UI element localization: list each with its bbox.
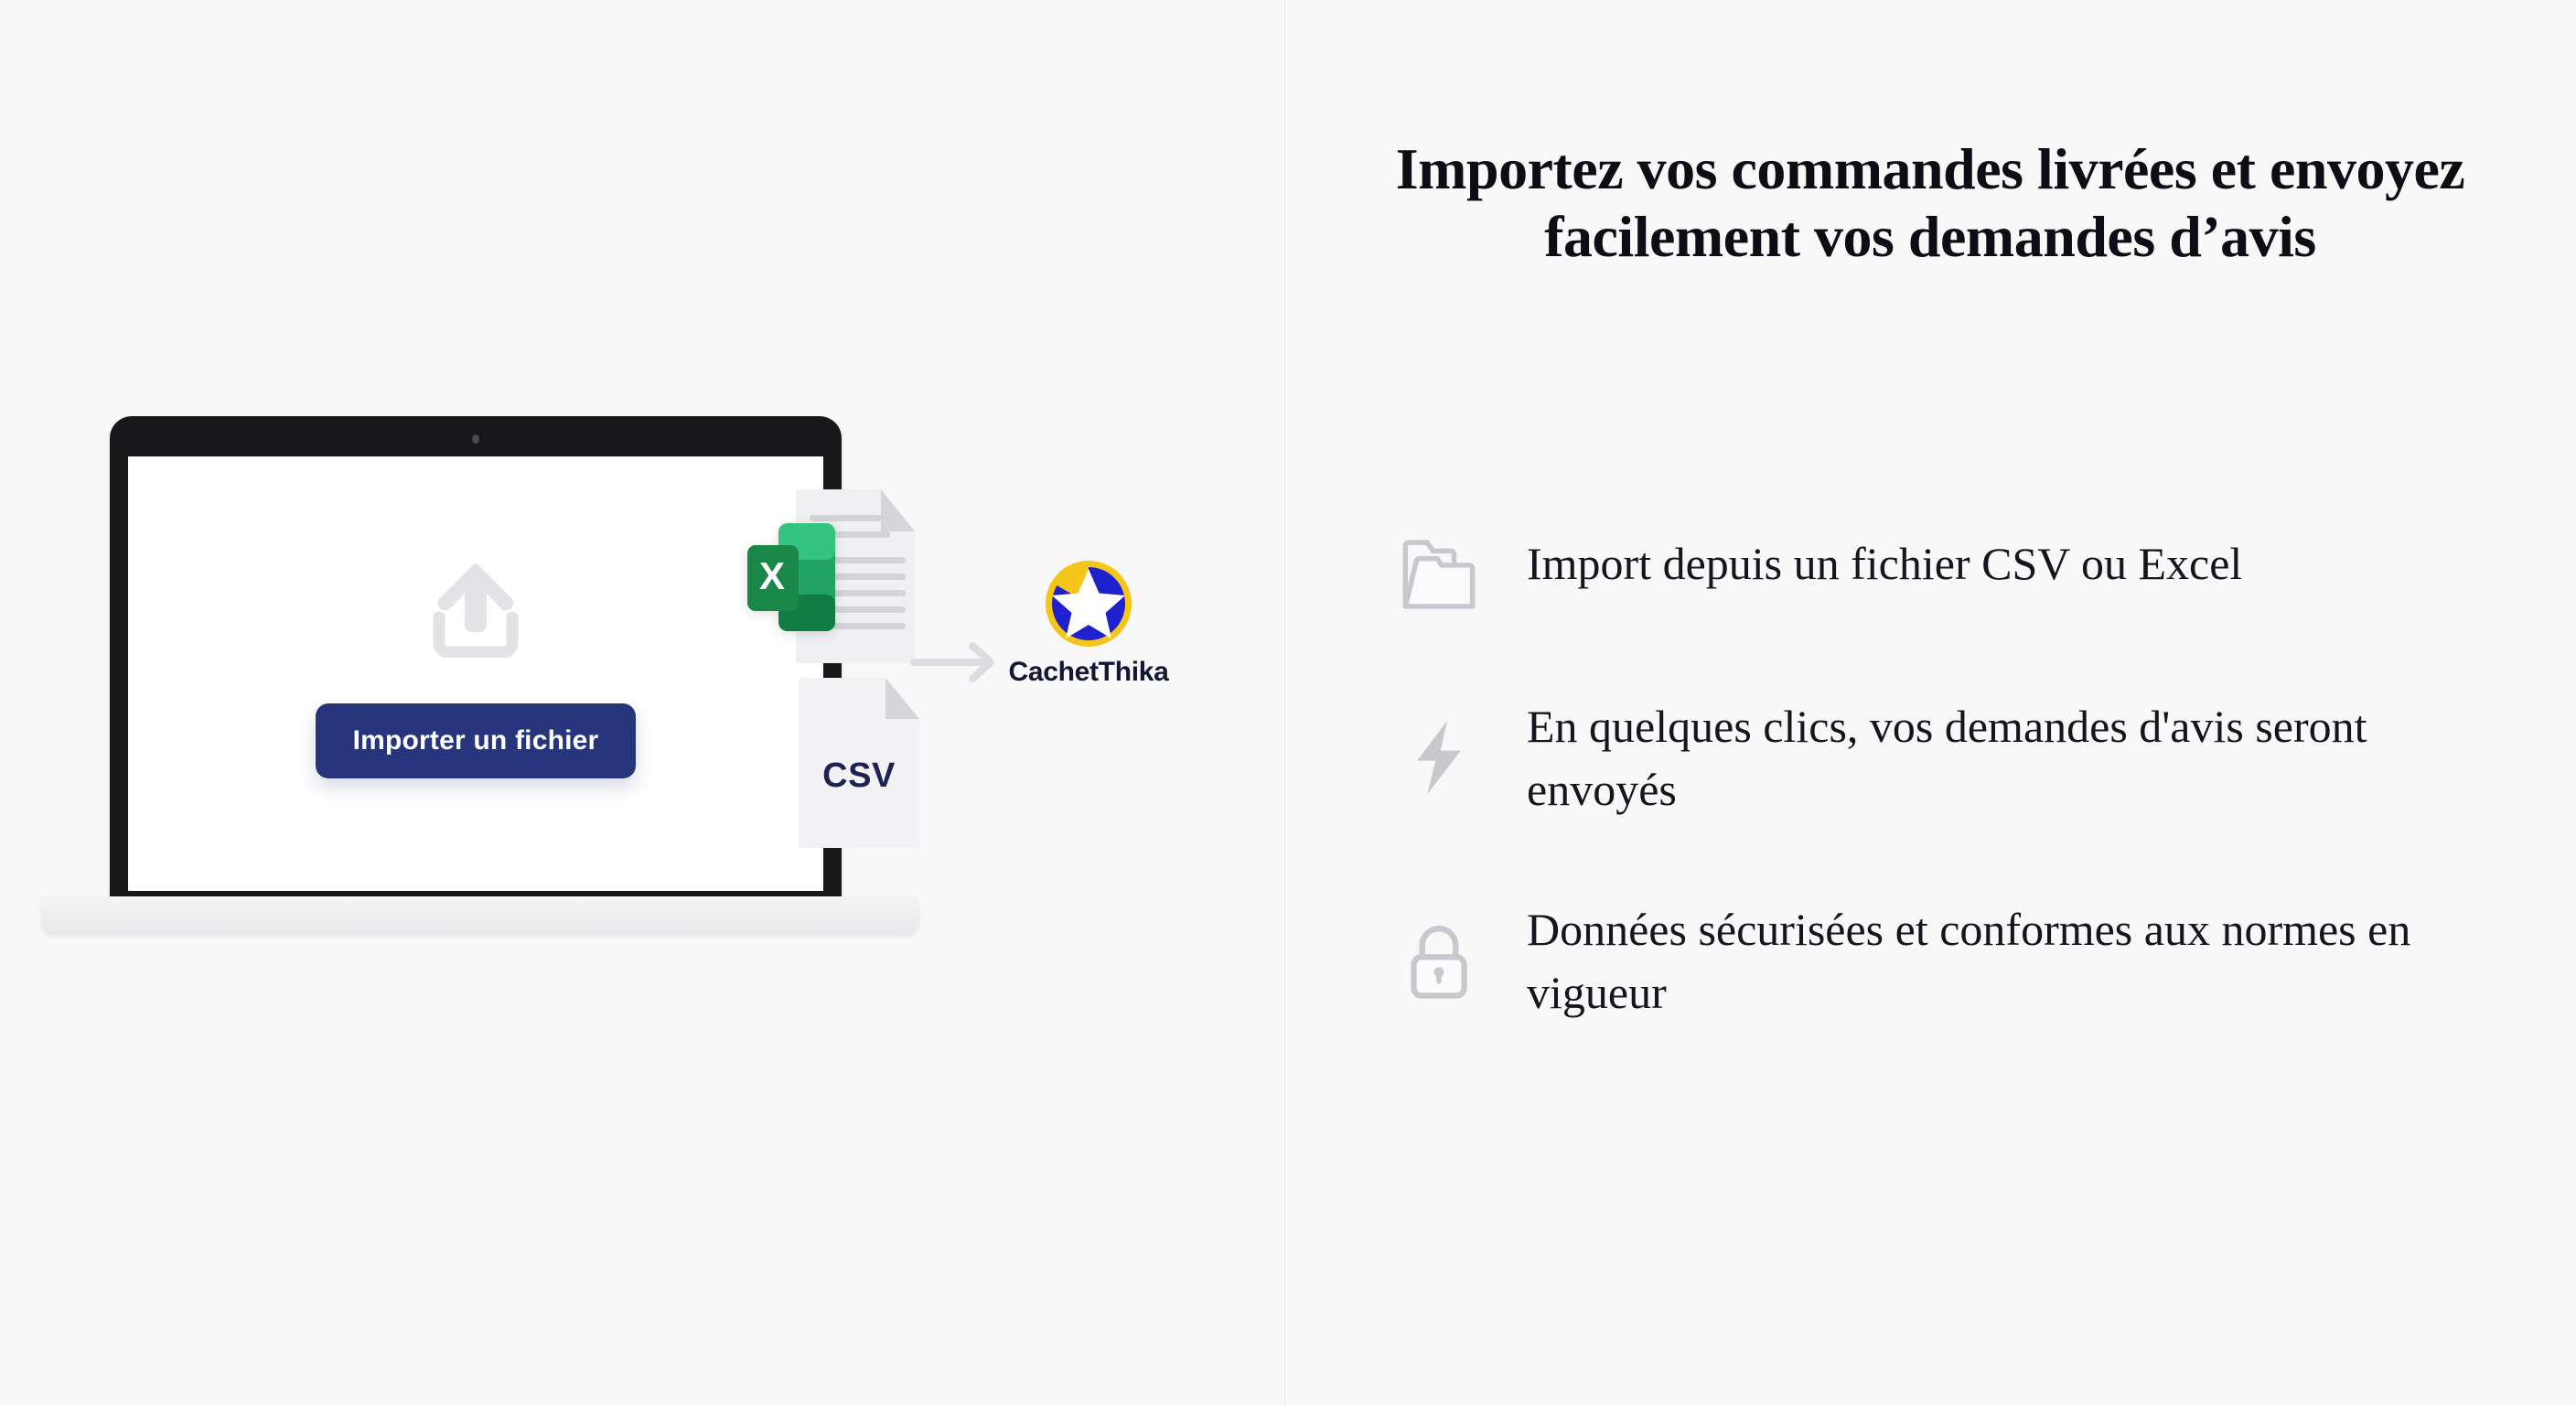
feature-item-label: Import depuis un fichier CSV ou Excel	[1527, 538, 2243, 589]
content-panel: Importez vos commandes livrées et envoye…	[1285, 0, 2576, 1405]
illustration-panel: Importer un fichier	[0, 0, 1286, 1405]
doc-text-line	[810, 574, 906, 580]
laptop-lid: Importer un fichier	[110, 416, 842, 906]
doc-text-line	[810, 531, 890, 538]
laptop-camera-icon	[472, 434, 479, 444]
doc-text-line	[810, 590, 906, 596]
lightning-bolt-icon	[1395, 713, 1483, 801]
doc-text-line	[810, 606, 906, 613]
import-file-button[interactable]: Importer un fichier	[316, 703, 636, 778]
feature-item-security: Données sécurisées et conformes aux norm…	[1395, 896, 2548, 1024]
feature-item-label: Données sécurisées et conformes aux norm…	[1527, 904, 2411, 1018]
laptop-screen: Importer un fichier	[128, 456, 823, 891]
cachetthika-star-logo	[1046, 561, 1132, 647]
doc-text-line	[810, 557, 906, 563]
upload-icon	[428, 557, 523, 659]
arrow-right-icon	[910, 640, 1002, 684]
laptop-illustration: Importer un fichier	[41, 402, 919, 970]
svg-text:X: X	[759, 554, 785, 597]
brand-logo-group: CachetThika	[993, 558, 1185, 688]
folder-icon	[1395, 531, 1483, 618]
lock-icon	[1395, 917, 1483, 1004]
feature-item-speed: En quelques clics, vos demandes d'avis s…	[1395, 693, 2548, 821]
brand-name: CachetThika	[1008, 657, 1169, 687]
page-title: Importez vos commandes livrées et envoye…	[1395, 135, 2465, 270]
csv-file-label: CSV	[822, 756, 896, 795]
laptop-base	[41, 896, 919, 935]
feature-list: Import depuis un fichier CSV ou Excel En…	[1395, 531, 2548, 1024]
doc-text-line	[810, 515, 890, 521]
excel-file-icon: X	[746, 521, 846, 633]
doc-text-line	[810, 623, 906, 629]
file-documents-group: X CSV	[746, 489, 956, 855]
feature-item-import: Import depuis un fichier CSV ou Excel	[1395, 531, 2548, 618]
feature-item-label: En quelques clics, vos demandes d'avis s…	[1527, 701, 2367, 815]
